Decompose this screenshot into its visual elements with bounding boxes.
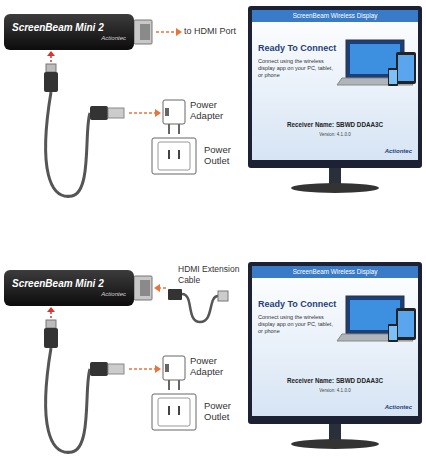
part-label: Power Outlet: [204, 144, 240, 166]
brand-name: Actiontec: [385, 147, 412, 155]
tv-screen: ScreenBeam Wireless DisplayReady To Conn…: [252, 266, 418, 416]
part-label: HDMI Extension Cable: [178, 264, 246, 286]
product-name: ScreenBeam Mini 2: [12, 22, 126, 34]
brand-name: Actiontec: [12, 34, 126, 42]
receiver-dongle: ScreenBeam Mini 2Actiontec: [4, 14, 134, 50]
product-name: ScreenBeam Mini 2: [12, 278, 126, 290]
port-label: to HDMI Port: [184, 26, 236, 37]
extension-female-end: [168, 289, 182, 300]
extension-arrowhead: [154, 284, 160, 292]
hdmi-arrow: [156, 31, 176, 33]
screen-title: ScreenBeam Wireless Display: [252, 10, 418, 22]
receiver-name: Receiver Name: SBWD DDAA3C: [252, 376, 418, 385]
extension-male-end: [218, 291, 228, 301]
receiver-name: Receiver Name: SBWD DDAA3C: [252, 120, 418, 129]
part-label: Power Outlet: [204, 400, 240, 422]
brand-name: Actiontec: [12, 290, 126, 298]
extension-cable: [182, 294, 218, 322]
version-number: Version: 4.1.0.0: [252, 131, 418, 138]
screen-heading: Ready To Connect: [258, 42, 338, 54]
screen-body: Connect using the wireless display app o…: [258, 58, 334, 79]
version-number: Version: 4.1.0.0: [252, 387, 418, 394]
extension-arrow: [160, 287, 166, 289]
part-label: Power Adapter: [190, 99, 230, 121]
receiver-dongle: ScreenBeam Mini 2Actiontec: [4, 270, 134, 306]
hdmi-arrowhead: [176, 28, 182, 36]
screen-title: ScreenBeam Wireless Display: [252, 266, 418, 278]
screen-body: Connect using the wireless display app o…: [258, 314, 334, 335]
part-label: Power Adapter: [190, 355, 230, 377]
brand-name: Actiontec: [385, 403, 412, 411]
tv-screen: ScreenBeam Wireless DisplayReady To Conn…: [252, 10, 418, 160]
screen-heading: Ready To Connect: [258, 298, 338, 310]
